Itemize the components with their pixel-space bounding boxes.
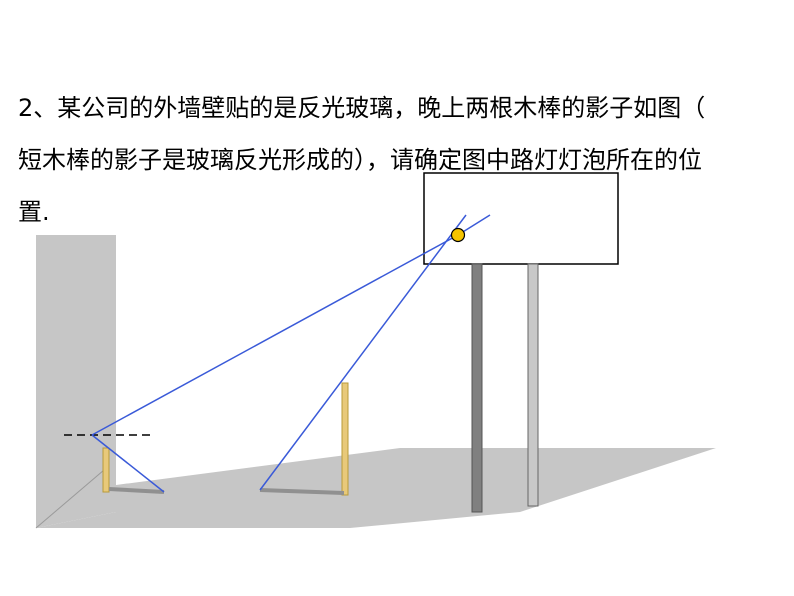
ray-mirror-to-short-shadow: [91, 434, 165, 493]
problem-line-3: 置.: [18, 198, 50, 226]
ground-shadow-area: [36, 448, 716, 528]
long-stick-shadow: [259, 488, 345, 495]
glass-wall: [36, 235, 116, 528]
problem-text: 2、某公司的外墙壁贴的是反光玻璃，晚上两根木棒的影子如图（ 短木棒的影子是玻璃反…: [18, 82, 788, 238]
short-stick: [102, 447, 110, 493]
sign-panel: [423, 172, 619, 265]
problem-line-2: 短木棒的影子是玻璃反光形成的），请确定图中路灯灯泡所在的位: [18, 146, 702, 174]
long-stick: [341, 382, 349, 496]
lamp-bulb: [450, 227, 466, 243]
ray-mirror-to-bulb: [91, 234, 459, 436]
short-stick-shadow: [108, 487, 165, 494]
pole-left: [471, 263, 483, 513]
problem-line-1: 2、某公司的外墙壁贴的是反光玻璃，晚上两根木棒的影子如图（: [18, 94, 706, 122]
wall-ground-edge: [35, 469, 105, 529]
ray-long-shadow-to-bulb: [259, 214, 467, 491]
pole-right: [527, 263, 539, 507]
